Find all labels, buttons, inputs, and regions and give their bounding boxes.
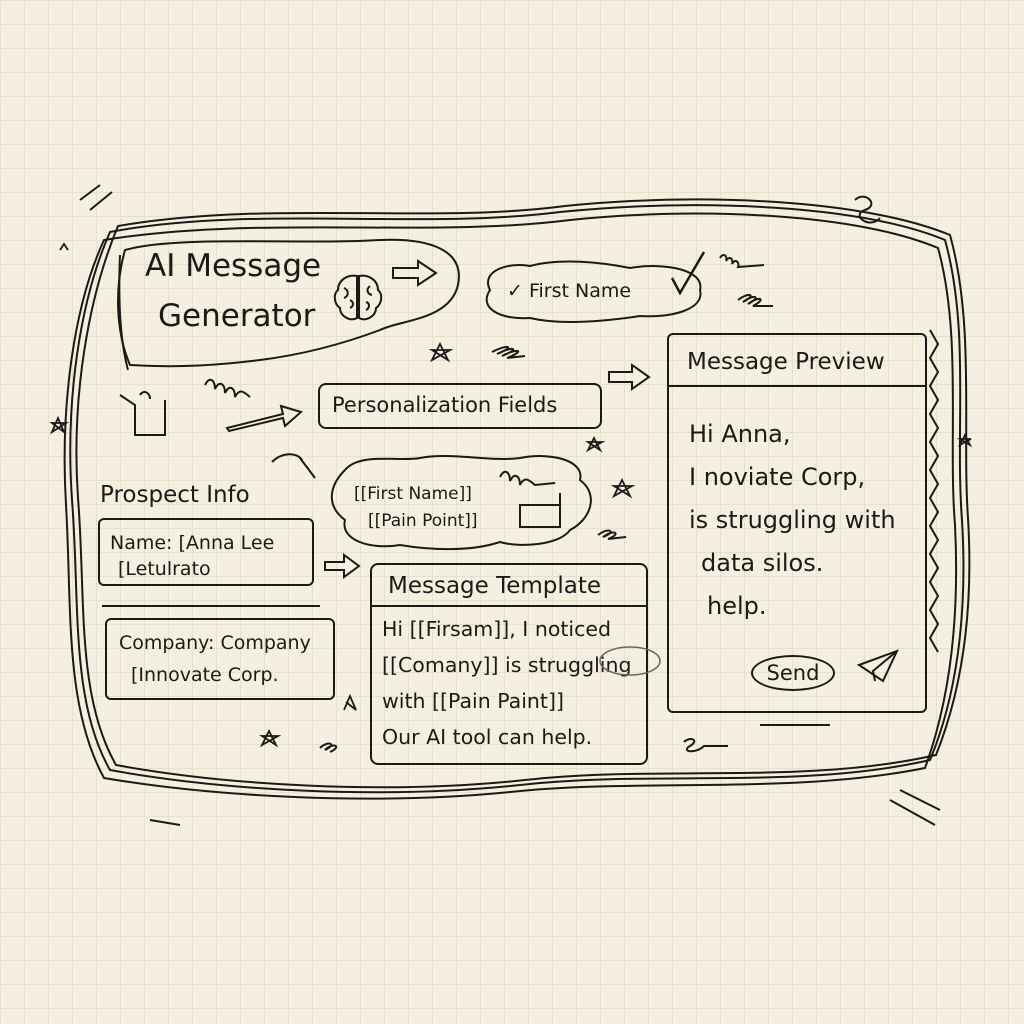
template-line: Our AI tool can help. bbox=[382, 725, 593, 749]
message-template-heading: Message Template bbox=[388, 573, 602, 599]
preview-line: Hi Anna, bbox=[689, 420, 791, 448]
preview-line: I noviate Corp, bbox=[689, 463, 866, 491]
prospect-info-heading: Prospect Info bbox=[100, 482, 250, 508]
preview-line: help. bbox=[707, 592, 767, 620]
preview-line: data silos. bbox=[701, 549, 824, 577]
arrow-right-icon bbox=[608, 363, 651, 391]
template-body[interactable]: Hi [[Firsam]], I noticed [[Comany]] is s… bbox=[382, 611, 648, 755]
token-first-name[interactable]: [[First Name]] bbox=[354, 484, 472, 504]
prospect-company-line2: [Innovate Corp. bbox=[131, 664, 279, 686]
checkmark-icon bbox=[670, 251, 706, 296]
message-preview-panel: Message Preview Hi Anna, I noviate Corp,… bbox=[667, 333, 927, 713]
token-pain-point[interactable]: [[Pain Point]] bbox=[368, 511, 478, 531]
personalization-fields-label: Personalization Fields bbox=[332, 393, 558, 417]
send-button-label: Send bbox=[766, 661, 820, 685]
message-preview-heading: Message Preview bbox=[687, 349, 885, 375]
template-line: Hi [[Firsam]], I noticed bbox=[382, 617, 612, 641]
template-line: with [[Pain Paint]] bbox=[382, 689, 564, 713]
paper-plane-icon[interactable] bbox=[857, 647, 901, 687]
prospect-name-field[interactable]: Name: [Anna Lee [Letulrato bbox=[98, 518, 314, 586]
preview-underline bbox=[760, 724, 830, 726]
send-button[interactable]: Send bbox=[751, 655, 835, 691]
template-header-divider bbox=[372, 605, 646, 607]
brain-icon bbox=[333, 274, 383, 321]
app-title-line1: AI Message bbox=[145, 248, 322, 284]
prospect-company-field[interactable]: Company: Company [Innovate Corp. bbox=[105, 618, 335, 700]
app-title-line2: Generator bbox=[158, 298, 316, 334]
arrow-right-icon bbox=[392, 259, 438, 287]
preview-body: Hi Anna, I noviate Corp, is struggling w… bbox=[689, 413, 919, 628]
divider bbox=[102, 605, 320, 607]
first-name-check-label: ✓ First Name bbox=[507, 280, 632, 302]
highlight-circle bbox=[599, 646, 661, 676]
personalization-fields-button[interactable]: Personalization Fields bbox=[318, 383, 602, 429]
prospect-name-line2: [Letulrato bbox=[118, 558, 211, 580]
prospect-company-line1: Company: Company bbox=[119, 632, 311, 654]
arrow-right-icon bbox=[324, 553, 361, 579]
arrow-right-icon bbox=[225, 404, 304, 433]
preview-header-divider bbox=[669, 385, 925, 387]
template-line: [[Comany]] is struggling bbox=[382, 653, 632, 677]
message-template-panel: Message Template Hi [[Firsam]], I notice… bbox=[370, 563, 661, 765]
preview-line: is struggling with bbox=[689, 506, 896, 534]
prospect-name-line1: Name: [Anna Lee bbox=[110, 532, 275, 554]
